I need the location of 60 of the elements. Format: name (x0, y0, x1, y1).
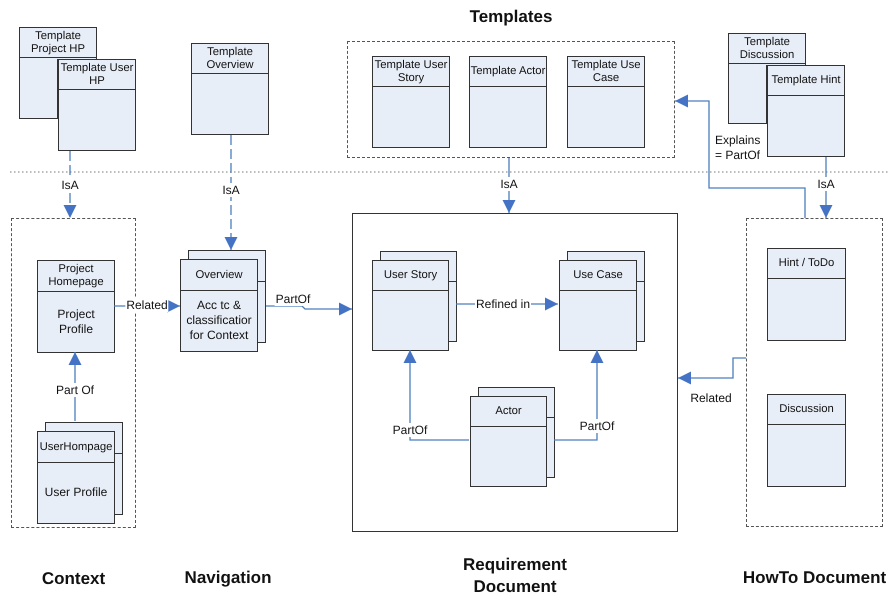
group-title: Requirement Document (462, 554, 568, 598)
arrow (266, 302, 352, 316)
class-name: Template User HP (60, 62, 134, 88)
class-box (37, 260, 115, 353)
class-box (469, 56, 547, 148)
class-box (767, 65, 845, 157)
class-box (58, 59, 136, 151)
edge-label: Related (125, 298, 169, 312)
class-name: Use Case (573, 269, 623, 282)
edge-label: PartOf (274, 292, 312, 306)
class-name: Template Actor (470, 65, 546, 78)
stacked-class-box (559, 251, 645, 351)
edge-label: Refined in (474, 297, 532, 311)
class-description: Project Profile (56, 306, 96, 336)
arrow (224, 135, 238, 250)
class-box (372, 56, 450, 148)
class-box (191, 43, 269, 135)
class-name: Hint / ToDo (778, 257, 834, 270)
class-name: Template Project HP (30, 30, 86, 56)
class-name: UserHompage (40, 440, 112, 454)
class-name: Discussion (779, 403, 834, 416)
stacked-class-box (372, 251, 457, 351)
edge-label: IsA (816, 177, 836, 191)
arrow (675, 94, 806, 218)
arrow (64, 151, 76, 218)
stacked-class-box (470, 387, 555, 487)
class-name: Template Use Case (570, 58, 642, 84)
class-box (728, 33, 806, 65)
stacked-class-box (180, 250, 266, 352)
edge-label: IsA (499, 177, 519, 191)
class-name: Template Overview (205, 46, 255, 72)
class-box (19, 27, 97, 59)
class-description: Acc tc & classificatior for Context (185, 298, 253, 343)
arrow (554, 350, 604, 441)
section-title: Navigation (184, 567, 272, 589)
class-name: Template Hint (771, 74, 841, 87)
group-title: Context (42, 568, 106, 590)
class-description: User Profile (44, 485, 108, 500)
class-name: User Story (384, 269, 438, 282)
arrow (820, 157, 832, 218)
arrow (502, 158, 516, 213)
class-box (767, 248, 846, 341)
class-name: Template User Story (374, 58, 448, 84)
class-name: Template Discussion (738, 36, 796, 62)
edge-label: Part Of (55, 383, 95, 397)
edge-label: IsA (221, 183, 241, 197)
arrow (404, 350, 469, 441)
edge-label: Related (689, 391, 733, 405)
class-box (567, 56, 645, 148)
class-name: Actor (495, 405, 522, 418)
class-name: Project Homepage (47, 263, 105, 289)
stacked-class-box (37, 422, 123, 524)
edge-label: PartOf (392, 423, 428, 437)
arrow (678, 357, 746, 384)
edge-label: IsA (60, 178, 80, 192)
class-name: Overview (195, 268, 243, 282)
group-title: Templates (470, 6, 552, 28)
group-title: HowTo Document (742, 567, 886, 589)
class-box (767, 394, 846, 487)
edge-label: PartOf (578, 419, 616, 433)
